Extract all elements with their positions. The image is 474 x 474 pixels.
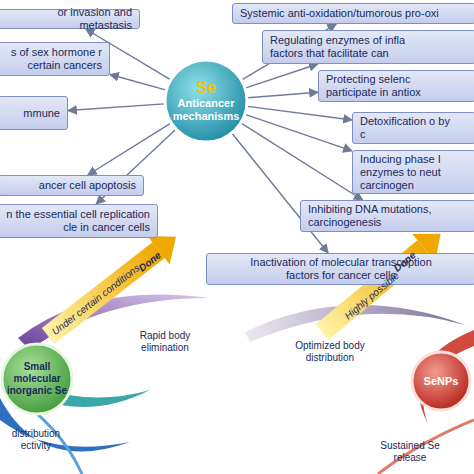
box-label: Inducing phase I enzymes to neut carcino… [360,153,450,192]
mechanism-box: Systemic anti-oxidation/tumorous pro-oxi [232,3,474,24]
mechanism-box: Detoxification o by c [352,112,474,144]
box-label: or invasion and metastasis [6,6,132,32]
box-label: s of sex hormone r certain cancers [10,46,102,72]
property-label: Optimized body distribution [284,340,376,364]
box-label: Systemic anti-oxidation/tumorous pro-oxi [240,7,439,20]
arrow-connector [110,74,166,89]
property-label: distribution ectivity [5,428,67,452]
box-label: Protecting selenc participate in antiox [326,73,436,99]
mechanism-box: s of sex hormone r certain cancers [0,42,110,76]
mechanism-box: Regulating enzymes of infla factors that… [262,30,474,64]
arrow-connector [248,92,318,98]
arrow-connector [68,104,164,111]
mechanism-hub: SeAnticancer mechanisms [163,58,249,144]
mechanism-box: Inactivation of molecular transcription … [206,253,474,285]
arrow-connector [242,123,363,200]
property-label: Rapid body elimination [125,330,205,354]
mechanism-box: Inhibiting DNA mutations, carcinogenesis [300,200,474,232]
mechanism-box: mmune [0,96,68,130]
mechanism-box: or invasion and metastasis [0,9,140,29]
box-label: ancer cell apoptosis [39,179,136,192]
purple-swoosh [18,294,210,350]
senps-circle: SeNPs [410,350,472,412]
arrow-connector [248,106,352,120]
inorganic-se-circle: Small molecular inorganic Se [0,342,74,416]
mechanism-box: n the essential cell replication cle in … [0,204,158,238]
arrow-connector [246,64,318,88]
circle-label: Se [196,79,216,97]
box-label: Regulating enzymes of infla factors that… [270,34,412,60]
arrow-connector [232,134,328,253]
mechanism-box: ancer cell apoptosis [0,175,144,196]
circle-label: Anticancer mechanisms [171,97,241,123]
box-label: Inhibiting DNA mutations, carcinogenesis [308,203,446,229]
arrow-connector [88,123,171,175]
mechanism-box: Inducing phase I enzymes to neut carcino… [352,150,474,194]
property-label: Sustained Se release [370,440,450,464]
mechanism-box: Protecting selenc participate in antiox [318,70,474,102]
circle-label: Small molecular inorganic Se [6,361,68,397]
arrow-connector [246,115,352,151]
box-label: n the essential cell replication cle in … [6,208,150,234]
circle-label: SeNPs [424,375,459,388]
box-label: mmune [23,107,60,120]
box-label: Detoxification o by c [360,115,454,141]
